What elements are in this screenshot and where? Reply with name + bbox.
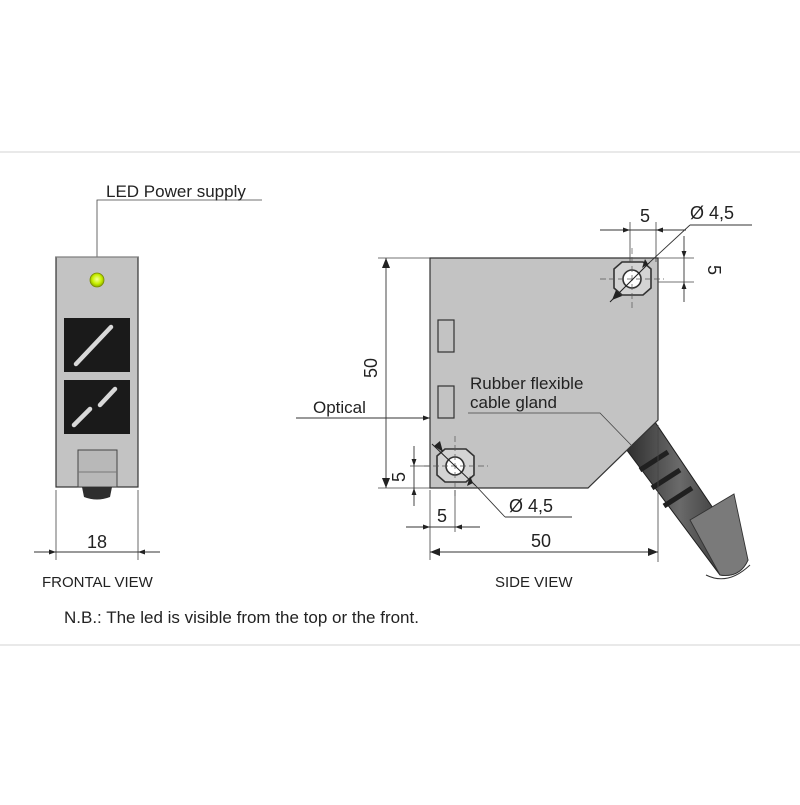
- cable-jacket: [689, 493, 749, 576]
- frontal-cable-gland: [77, 449, 118, 488]
- side-width-dim: 50: [531, 531, 551, 551]
- hole-top-x-dim: 5: [640, 206, 650, 226]
- receiver-lens-reflection-1: [71, 406, 93, 428]
- frontal-width-dim: 18: [87, 532, 107, 552]
- hole-top-diameter: Ø 4,5: [690, 203, 734, 223]
- hole-bottom-x-dim: 5: [437, 506, 447, 526]
- gland-label-line2: cable gland: [470, 393, 557, 412]
- side-height-dim: 50: [361, 358, 381, 378]
- side-cable: [622, 421, 751, 580]
- hole-top-y-dim: 5: [704, 265, 724, 275]
- frontal-view: LED Power supply 18 FRONTAL VIEW: [34, 182, 262, 591]
- visibility-note: N.B.: The led is visible from the top or…: [64, 608, 419, 627]
- emitter-lens-reflection: [73, 324, 114, 367]
- mounting-hole-top: [600, 248, 664, 308]
- optical-label: Optical: [313, 398, 366, 417]
- led-indicator: [89, 272, 105, 288]
- led-leader-line: [96, 199, 262, 283]
- led-power-supply-label: LED Power supply: [106, 182, 246, 201]
- side-window-upper: [437, 319, 455, 353]
- hole-bottom-diameter: Ø 4,5: [509, 496, 553, 516]
- hole-bottom-y-dim: 5: [389, 472, 409, 482]
- gland-ridge-2: [650, 467, 682, 491]
- side-view-caption: SIDE VIEW: [495, 574, 573, 591]
- gland-ridge-3: [662, 485, 694, 509]
- side-view: 5 5 Ø 4,5 50 Optical 5: [296, 203, 752, 591]
- gland-leader-line: [468, 412, 633, 447]
- frontal-cable-end: [82, 487, 112, 500]
- gland-label-line1: Rubber flexible: [470, 374, 583, 393]
- receiver-lens-reflection-2: [97, 386, 118, 408]
- frontal-view-caption: FRONTAL VIEW: [42, 574, 154, 591]
- side-housing: [429, 257, 659, 489]
- side-window-lower: [437, 385, 455, 419]
- gland-ridge-1: [638, 449, 670, 473]
